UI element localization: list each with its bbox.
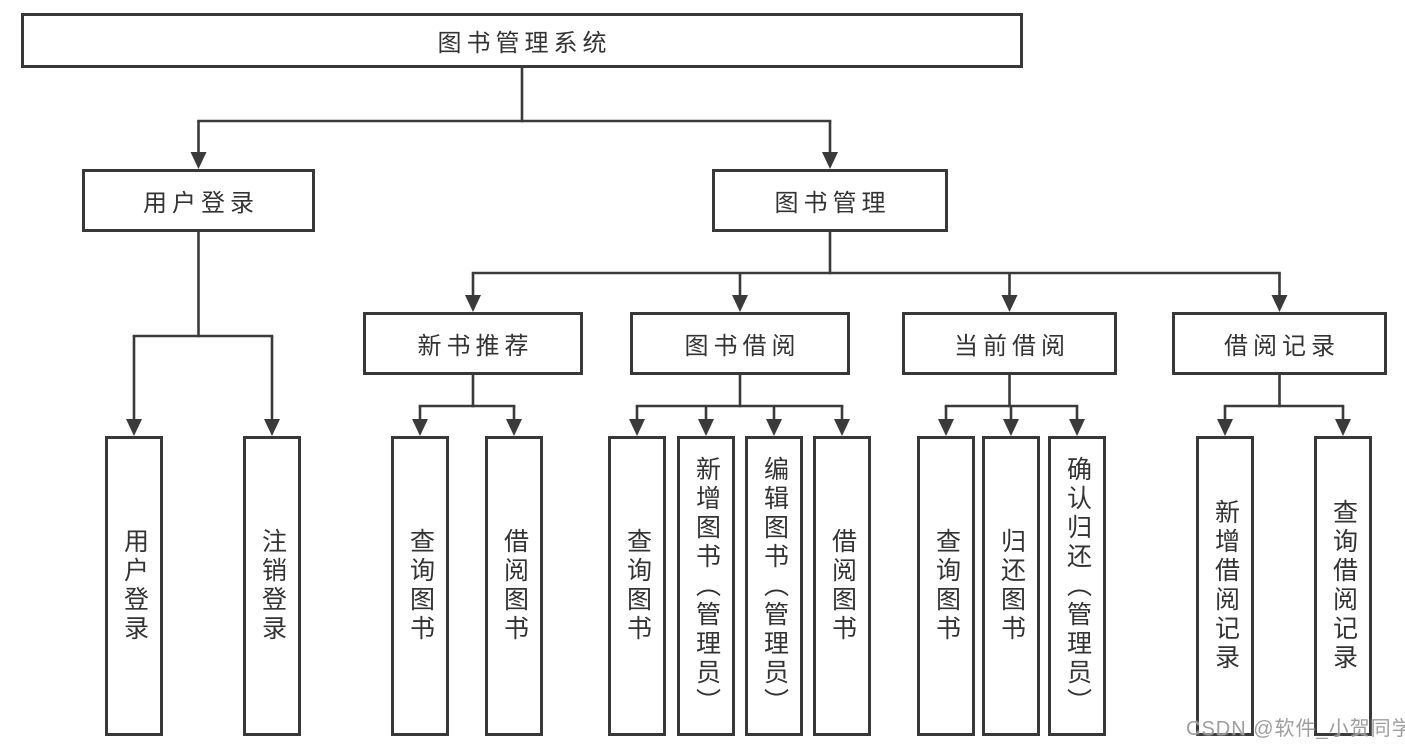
leaf-newbook-query-books: 查询图书: [391, 436, 449, 736]
leaf-borrow-add-books-admin-label: 新增图书（管理员）: [692, 455, 721, 717]
connector-new-book: [412, 373, 522, 436]
leaf-borrow-borrow-books: 借阅图书: [813, 436, 871, 736]
connector-current-borrow: [938, 373, 1085, 436]
connector-book-mgmt: [465, 230, 1288, 312]
connector-book-borrow: [629, 373, 850, 436]
node-book-borrow: 图书借阅: [630, 312, 850, 375]
node-root-label: 图书管理系统: [437, 30, 612, 57]
leaf-record-query-record: 查询借阅记录: [1314, 436, 1372, 736]
connector-borrow-record: [1217, 373, 1351, 436]
leaf-current-return-books: 归还图书: [982, 436, 1040, 736]
node-book-management: 图书管理: [712, 169, 948, 232]
leaf-user-login: 用户登录: [105, 436, 163, 736]
node-new-book-recommend-label: 新书推荐: [417, 333, 534, 360]
leaf-record-query-record-label: 查询借阅记录: [1329, 499, 1358, 673]
node-book-management-label: 图书管理: [774, 190, 891, 217]
node-current-borrow: 当前借阅: [902, 312, 1117, 375]
leaf-borrow-edit-books-admin: 编辑图书（管理员）: [745, 436, 803, 736]
node-user-login: 用户登录: [82, 169, 315, 232]
node-root: 图书管理系统: [21, 13, 1023, 68]
leaf-record-add-record-label: 新增借阅记录: [1211, 499, 1240, 673]
leaf-borrow-borrow-books-label: 借阅图书: [828, 528, 857, 644]
leaf-current-query-books: 查询图书: [917, 436, 975, 736]
leaf-record-add-record: 新增借阅记录: [1196, 436, 1254, 736]
leaf-borrow-query-books-label: 查询图书: [623, 528, 652, 644]
node-new-book-recommend: 新书推荐: [363, 312, 583, 375]
leaf-current-return-books-label: 归还图书: [997, 528, 1026, 644]
leaf-newbook-borrow-books-label: 借阅图书: [500, 528, 529, 644]
node-book-borrow-label: 图书借阅: [684, 333, 801, 360]
leaf-logout-label: 注销登录: [258, 528, 287, 644]
leaf-newbook-borrow-books: 借阅图书: [485, 436, 543, 736]
leaf-user-login-label: 用户登录: [120, 528, 149, 644]
leaf-current-confirm-return-admin: 确认归还（管理员）: [1048, 436, 1106, 736]
leaf-borrow-query-books: 查询图书: [608, 436, 666, 736]
leaf-borrow-edit-books-admin-label: 编辑图书（管理员）: [760, 455, 789, 717]
node-borrow-record: 借阅记录: [1172, 312, 1387, 375]
connector-user-login: [126, 230, 280, 436]
leaf-current-confirm-return-admin-label: 确认归还（管理员）: [1063, 455, 1092, 717]
csdn-watermark: CSDN @软件_小贺同学: [1186, 718, 1405, 740]
node-current-borrow-label: 当前借阅: [954, 333, 1070, 360]
leaf-newbook-query-books-label: 查询图书: [406, 528, 435, 644]
connector-root: [190, 66, 838, 169]
leaf-logout: 注销登录: [243, 436, 301, 736]
leaf-borrow-add-books-admin: 新增图书（管理员）: [677, 436, 735, 736]
leaf-current-query-books-label: 查询图书: [932, 528, 961, 644]
node-user-login-label: 用户登录: [143, 190, 259, 217]
node-borrow-record-label: 借阅记录: [1224, 333, 1340, 360]
